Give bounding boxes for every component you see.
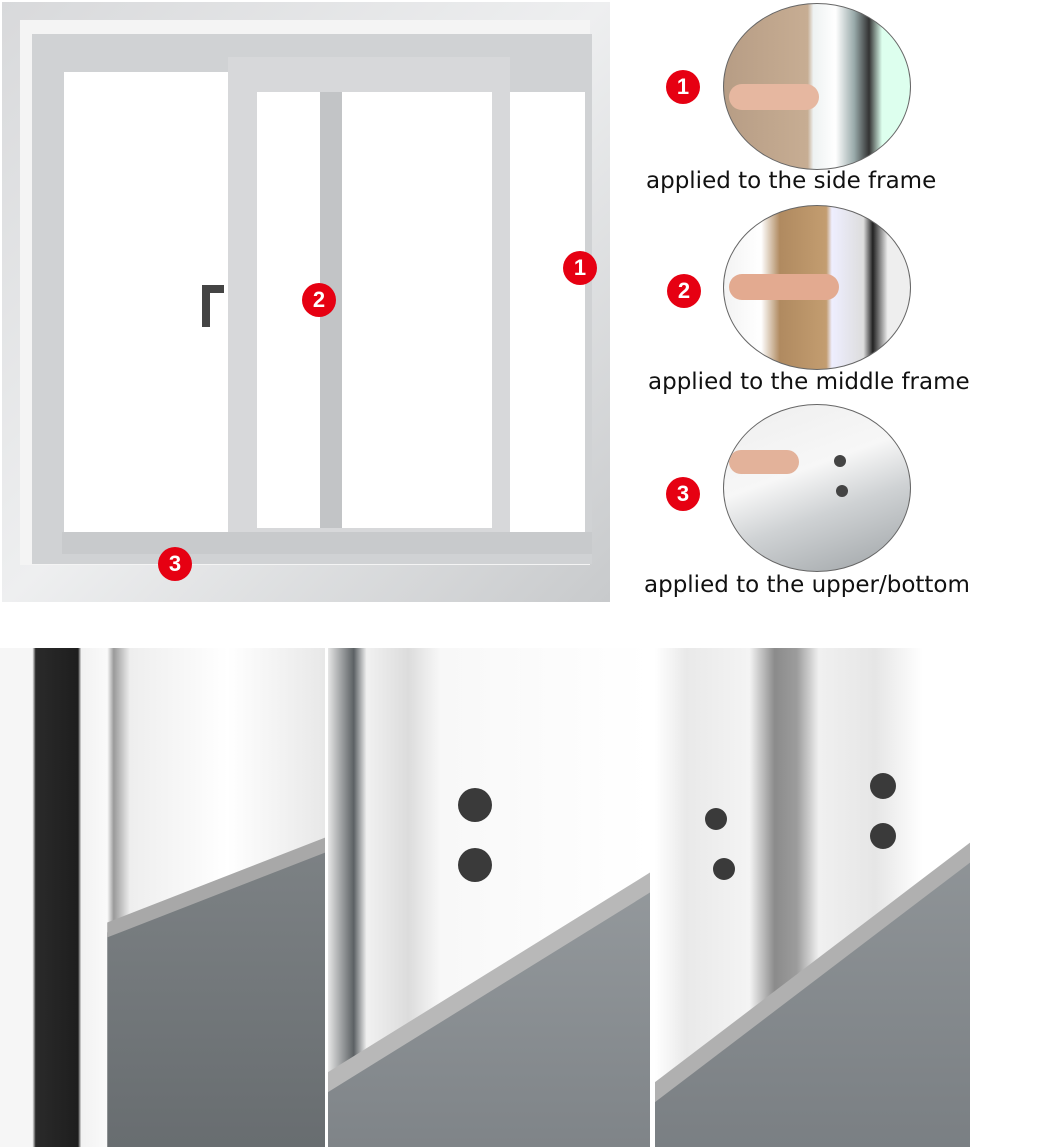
photo-side-frame-seal — [0, 648, 325, 1147]
callout-1-label: applied to the side frame — [646, 168, 937, 194]
photo-upper-bottom-seal — [655, 648, 970, 1147]
badge-1-window: 1 — [563, 251, 597, 285]
seal-strip — [107, 847, 325, 1147]
frame-hole — [870, 823, 896, 849]
detail-photo-upper-bottom — [723, 404, 911, 572]
frame-hole — [705, 808, 727, 830]
window-handle-bar — [202, 285, 210, 327]
frame-hole — [870, 773, 896, 799]
photo-middle-frame-seal — [328, 648, 650, 1147]
frame-hole — [836, 485, 848, 497]
callout-3-label: applied to the upper/bottom — [644, 572, 970, 598]
badge-3-window: 3 — [158, 547, 192, 581]
window-handle — [202, 285, 224, 293]
finger — [729, 274, 839, 300]
frame-hole — [458, 788, 492, 822]
finger — [729, 84, 819, 110]
seal-strip — [328, 887, 650, 1147]
callout-3-badge: 3 — [666, 477, 700, 511]
callout-1-badge: 1 — [666, 70, 700, 104]
detail-photo-side-frame — [723, 3, 911, 170]
detail-photo-middle-frame — [723, 205, 911, 370]
badge-2-window: 2 — [302, 283, 336, 317]
callout-2-label: applied to the middle frame — [648, 369, 970, 395]
frame-hole — [834, 455, 846, 467]
frame-hole — [713, 858, 735, 880]
frame-hole — [458, 848, 492, 882]
finger — [729, 450, 799, 474]
callout-2-badge: 2 — [667, 274, 701, 308]
